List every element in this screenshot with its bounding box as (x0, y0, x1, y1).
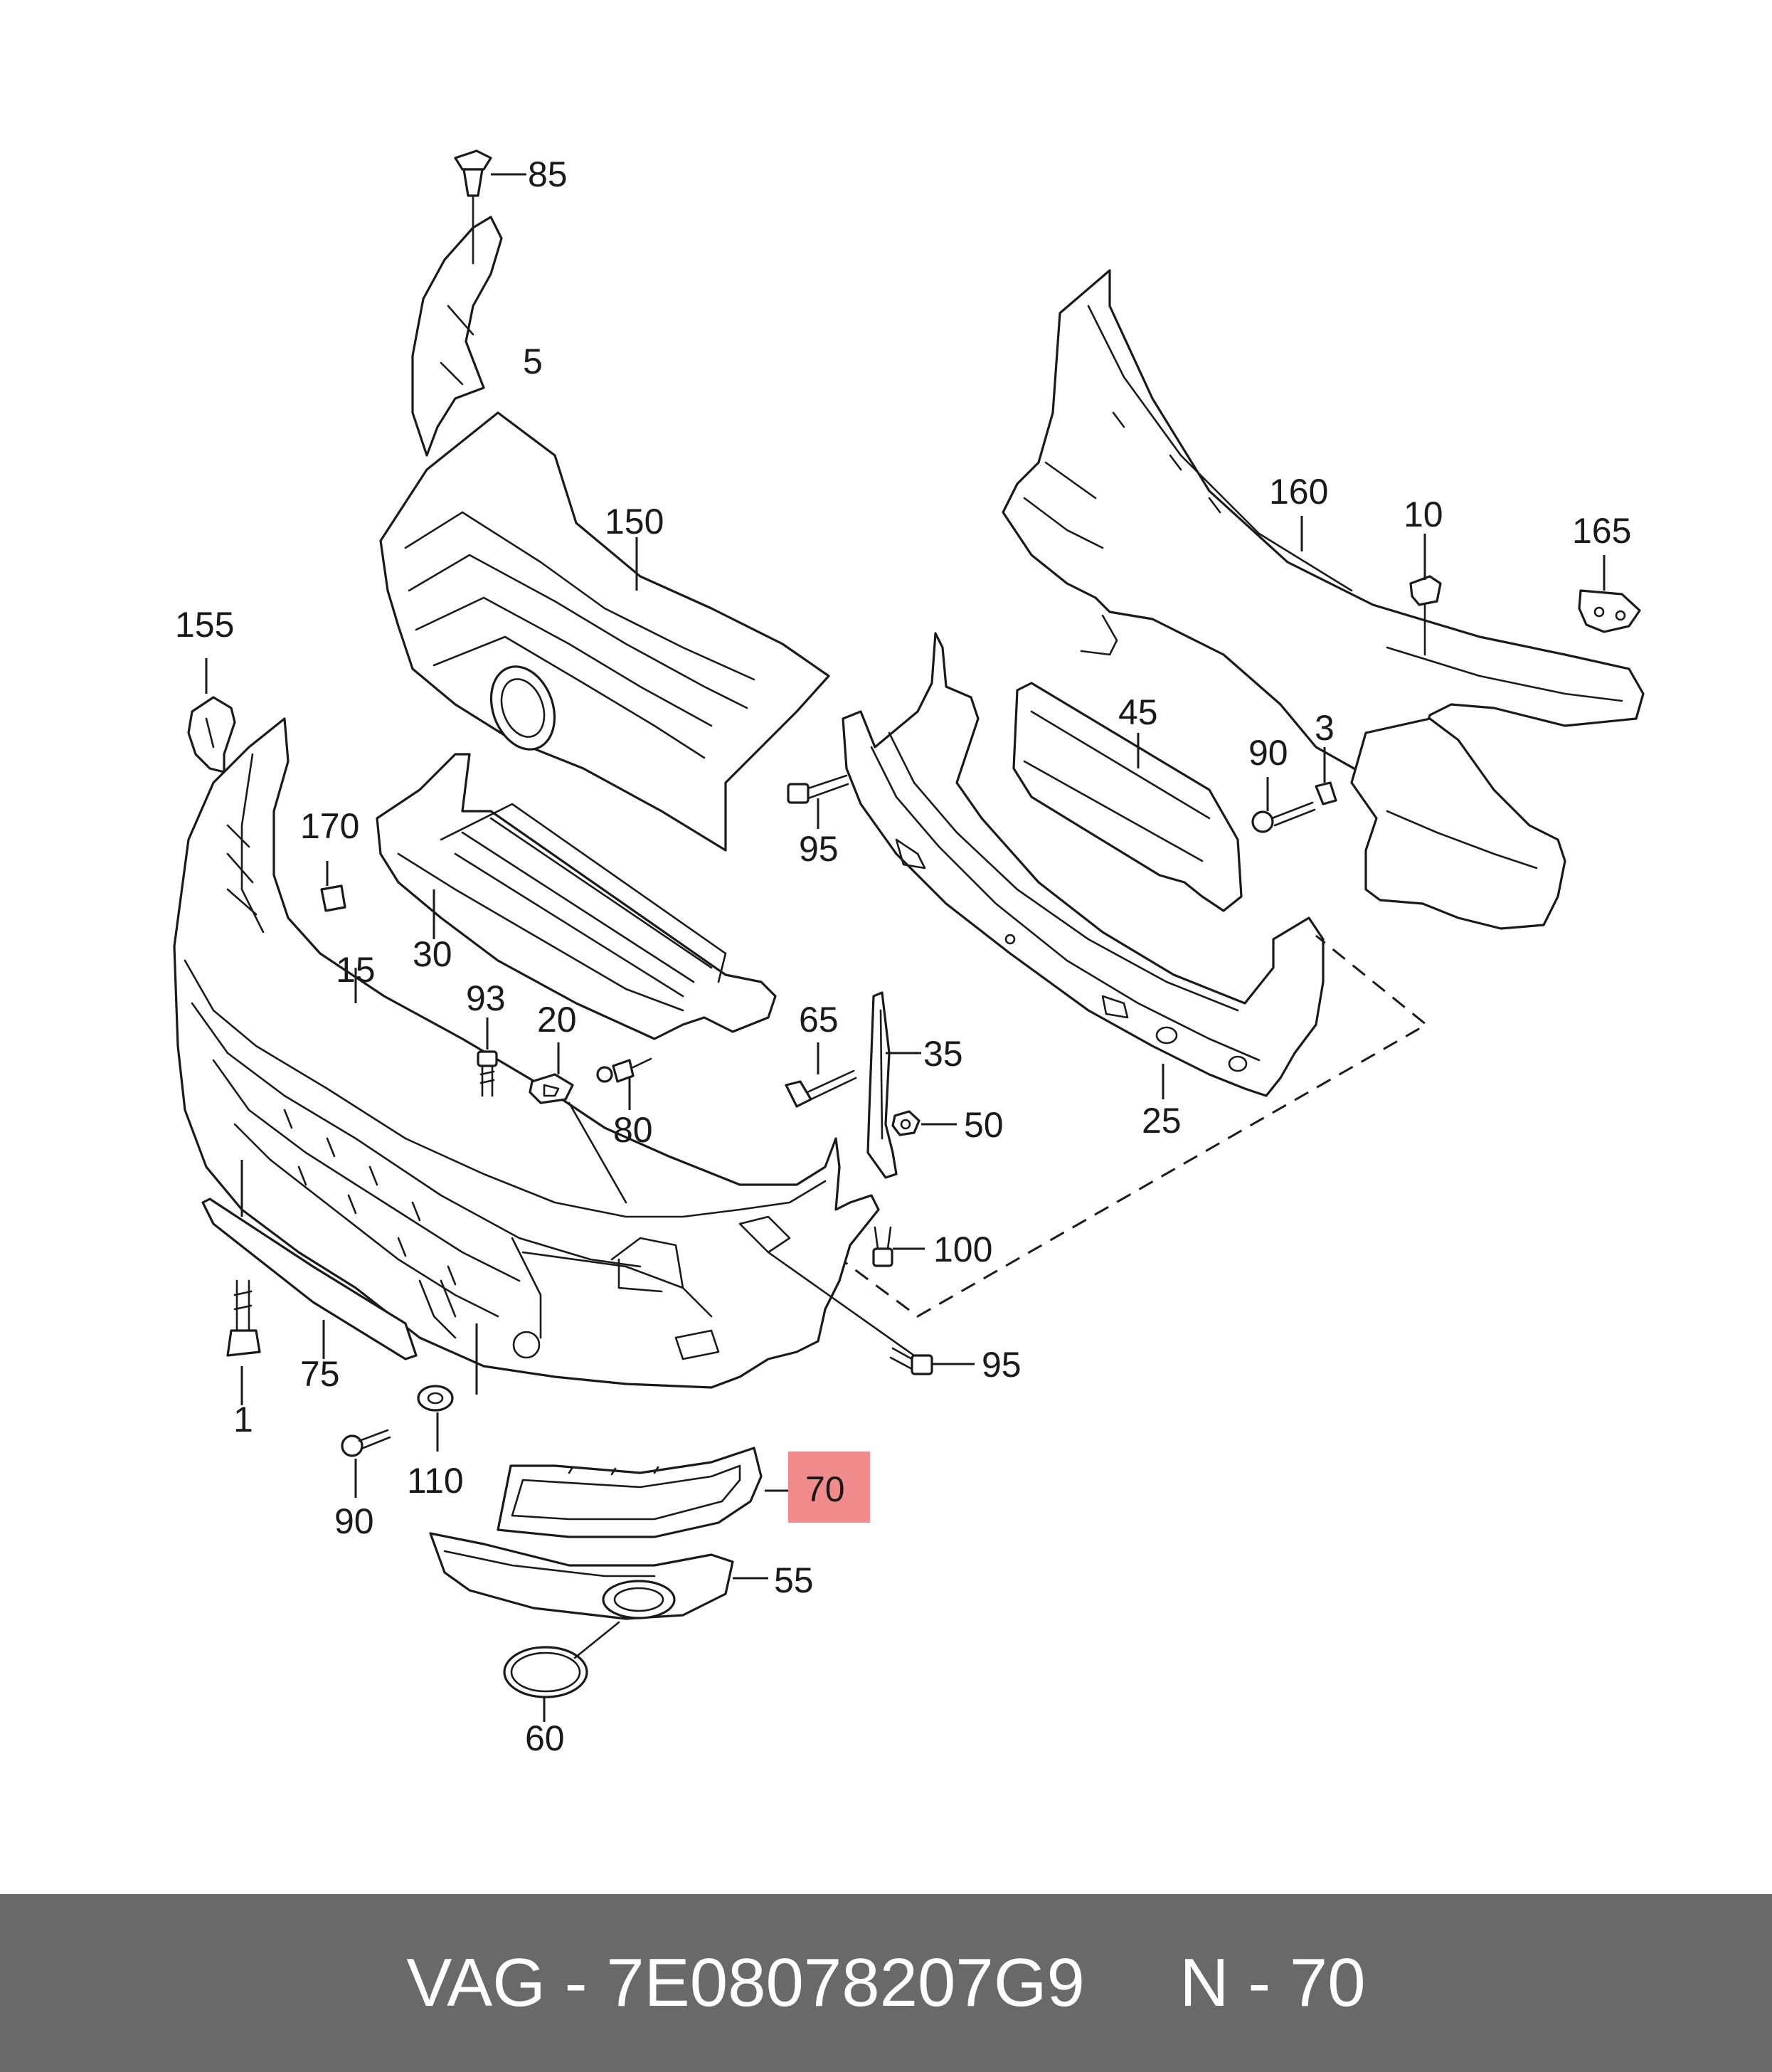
callout-160: 160 (1269, 472, 1328, 512)
callout-90-lower: 90 (334, 1501, 374, 1541)
highlight-box-part-70 (788, 1452, 870, 1523)
callout-55: 55 (774, 1560, 814, 1600)
bracket-part-155 (187, 658, 236, 773)
bolt-part-95-upper (787, 774, 849, 829)
bolt-part-65 (785, 1042, 857, 1108)
trim-strip-part-75 (201, 1198, 418, 1360)
part-number-text: VAG - 7E08078207G9 N - 70 (406, 1945, 1366, 2021)
screw-part-90-upper (1251, 777, 1316, 833)
trim-frame-part-70 (497, 1447, 788, 1538)
callout-1: 1 (233, 1400, 253, 1439)
clip-part-10 (1409, 534, 1442, 656)
callout-90-upper: 90 (1248, 733, 1288, 773)
bolt-part-1 (226, 1279, 261, 1405)
callout-165: 165 (1572, 511, 1631, 551)
callout-95-lower: 95 (982, 1345, 1022, 1385)
callout-95-upper: 95 (799, 829, 839, 869)
nut-part-50 (891, 1110, 957, 1136)
callout-65: 65 (799, 1000, 839, 1040)
callout-80: 80 (613, 1110, 653, 1150)
callout-170: 170 (300, 806, 359, 846)
callout-15: 15 (336, 950, 376, 990)
callout-75: 75 (300, 1354, 340, 1394)
callout-3: 3 (1315, 708, 1335, 748)
clip-part-85 (454, 149, 526, 265)
bracket-part-165 (1578, 555, 1641, 633)
washer-part-110 (417, 1385, 454, 1452)
callout-30: 30 (413, 934, 452, 974)
callout-50: 50 (964, 1105, 1004, 1145)
clip-part-3 (1315, 747, 1337, 805)
screw-part-93 (477, 1018, 498, 1097)
callout-70: 70 (805, 1469, 845, 1509)
grille-insert-part-30 (376, 753, 777, 1040)
fog-lamp-cover-part-55 (429, 1532, 768, 1620)
bracket-part-5 (411, 216, 503, 457)
part-number-footer: VAG - 7E08078207G9 N - 70 (0, 1894, 1772, 2072)
callout-85: 85 (528, 154, 568, 194)
callout-20: 20 (537, 1000, 577, 1040)
callout-150: 150 (605, 502, 664, 541)
radiator-grille-part-150 (379, 411, 830, 852)
bolt-part-100 (872, 1226, 925, 1267)
ring-part-60 (503, 1621, 620, 1722)
callout-60: 60 (525, 1718, 565, 1758)
clip-part-170 (320, 861, 346, 912)
screw-part-80 (596, 1057, 652, 1110)
absorber-part-45 (1012, 682, 1243, 912)
callout-93: 93 (466, 978, 506, 1018)
callout-155: 155 (175, 605, 234, 645)
callout-35: 35 (923, 1034, 963, 1074)
callout-110: 110 (407, 1461, 464, 1501)
bracket-part-35 (866, 991, 921, 1179)
screw-part-90-lower (341, 1429, 391, 1498)
bumper-carrier-part-25 (842, 632, 1325, 1099)
lock-carrier-part-160 (1002, 269, 1645, 930)
callout-100: 100 (933, 1230, 992, 1269)
callout-10: 10 (1404, 495, 1443, 534)
bumper-cover-part-15 (173, 717, 880, 1395)
grommet-part-20 (529, 1042, 627, 1204)
bolt-part-95-lower (767, 1251, 975, 1375)
callout-5: 5 (523, 342, 543, 381)
parts-diagram: 85 5 150 160 10 165 155 45 3 90 95 170 3… (173, 149, 1645, 1758)
callout-45: 45 (1118, 692, 1158, 732)
callout-25: 25 (1142, 1101, 1182, 1141)
